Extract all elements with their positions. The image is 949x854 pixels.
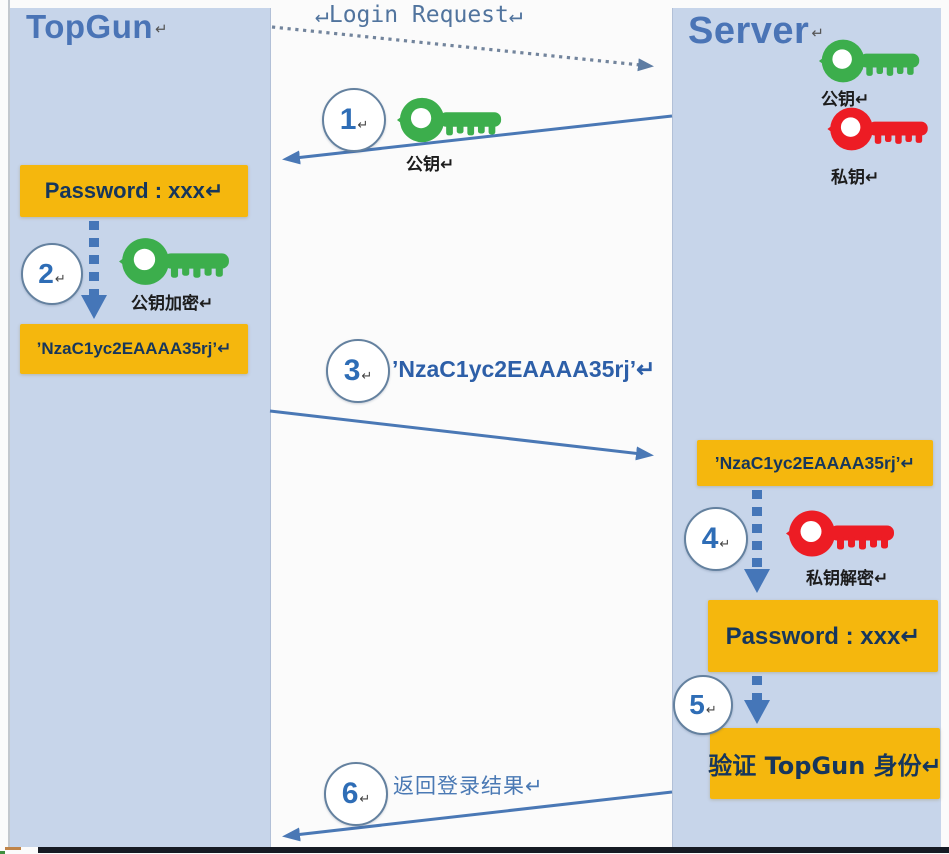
server-password-box: Password : xxx↵ <box>708 600 938 672</box>
step-6-arrow <box>282 790 673 842</box>
return-mark: ↵ <box>359 791 371 806</box>
step-5-badge: 5↵ <box>673 675 733 735</box>
step-2-public-key-icon <box>115 233 235 290</box>
server-private-key-icon <box>820 103 937 155</box>
step-3-badge: 3↵ <box>326 339 390 403</box>
client-actor-label: TopGun <box>26 8 154 45</box>
step-4-number: 4 <box>701 522 719 555</box>
step-6-message-label: 返回登录结果↵ <box>393 774 544 798</box>
client-ciphertext-box: ’NzaC1yc2EAAAA35rj’↵ <box>20 324 248 374</box>
step-2-badge: 2↵ <box>21 243 83 305</box>
server-actor-label: Server <box>688 10 810 52</box>
return-mark: ↵ <box>361 368 373 383</box>
step-1-key-label: 公钥↵ <box>406 155 455 175</box>
step-2-key-label: 公钥加密↵ <box>131 294 214 314</box>
step-3-number: 3 <box>343 354 361 387</box>
client-actor-title: TopGun↵ <box>26 8 168 46</box>
return-mark: ↵ <box>811 24 825 42</box>
left-border-line <box>8 0 10 847</box>
step-1-number: 1 <box>339 103 357 136</box>
server-public-key-label: 公钥↵ <box>821 90 870 110</box>
login-request-label: ↵Login Request↵ <box>315 2 523 28</box>
step-3-arrow <box>269 409 654 461</box>
return-mark: ↵ <box>705 702 717 717</box>
step-4-badge: 4↵ <box>684 507 748 571</box>
step-6-badge: 6↵ <box>324 762 388 826</box>
step-4-key-label: 私钥解密↵ <box>806 569 889 589</box>
step-1-badge: 1↵ <box>322 88 386 152</box>
server-private-key-label: 私钥↵ <box>831 168 880 188</box>
step-5-number: 5 <box>689 689 705 720</box>
server-public-key-icon <box>813 35 927 87</box>
step-2-number: 2 <box>38 258 54 289</box>
return-mark: ↵ <box>357 117 369 132</box>
step-3-message-label: ’NzaC1yc2EAAAA35rj’↵ <box>392 356 656 382</box>
server-verify-box: 验证 TopGun 身份↵ <box>708 728 942 799</box>
corner-artifact-green <box>0 851 5 854</box>
step-6-number: 6 <box>341 777 359 810</box>
server-actor-title: Server↵ <box>688 10 824 53</box>
return-mark: ↵ <box>155 21 169 39</box>
login-request-arrow <box>271 25 654 72</box>
corner-artifact-orange <box>5 847 21 850</box>
bottom-bar <box>38 847 949 853</box>
client-lifeline-panel <box>10 8 271 847</box>
return-mark: ↵ <box>719 536 731 551</box>
server-ciphertext-box: ’NzaC1yc2EAAAA35rj’↵ <box>697 440 933 486</box>
client-password-box: Password : xxx↵ <box>20 165 248 217</box>
step-4-private-key-icon <box>785 505 897 562</box>
return-mark: ↵ <box>54 271 66 286</box>
step-1-public-key-icon <box>390 93 510 147</box>
